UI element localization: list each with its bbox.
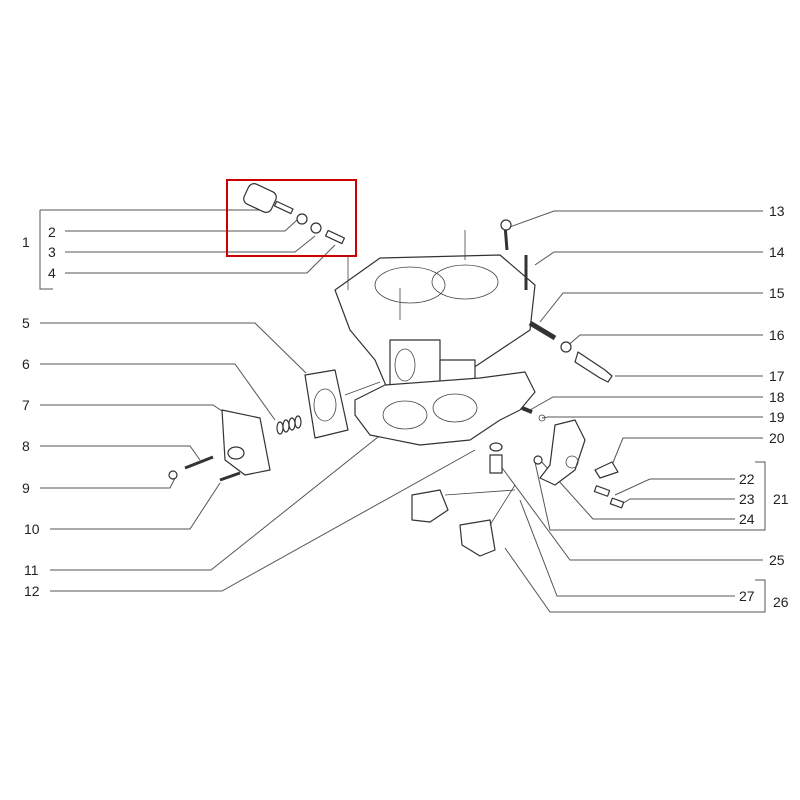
label-6: 6 [22,356,30,372]
label-19: 19 [769,409,785,425]
diaphragm-assembly [168,369,381,482]
label-14: 14 [769,244,785,260]
label-22: 22 [739,471,755,487]
label-9: 9 [22,480,30,496]
label-17: 17 [769,368,785,384]
highlight-box [226,179,357,257]
gasket [354,371,536,446]
label-21: 21 [773,491,789,507]
carburetor-body [334,230,536,396]
label-25: 25 [769,552,785,568]
part-number-labels: 1 2 3 4 5 6 7 8 9 10 11 12 13 14 15 16 1… [22,203,789,610]
label-15: 15 [769,285,785,301]
label-8: 8 [22,438,30,454]
label-2: 2 [48,224,56,240]
label-10: 10 [24,521,40,537]
label-1: 1 [22,234,30,250]
right-side-parts [411,219,625,557]
label-4: 4 [48,265,56,281]
label-23: 23 [739,491,755,507]
label-20: 20 [769,430,785,446]
label-12: 12 [24,583,40,599]
label-26: 26 [773,594,789,610]
label-13: 13 [769,203,785,219]
label-27: 27 [739,588,755,604]
solenoid-valve-parts [243,183,346,245]
label-11: 11 [24,562,39,578]
label-7: 7 [22,397,30,413]
label-5: 5 [22,315,30,331]
label-18: 18 [769,389,785,405]
label-24: 24 [739,511,755,527]
label-3: 3 [48,244,56,260]
label-16: 16 [769,327,785,343]
